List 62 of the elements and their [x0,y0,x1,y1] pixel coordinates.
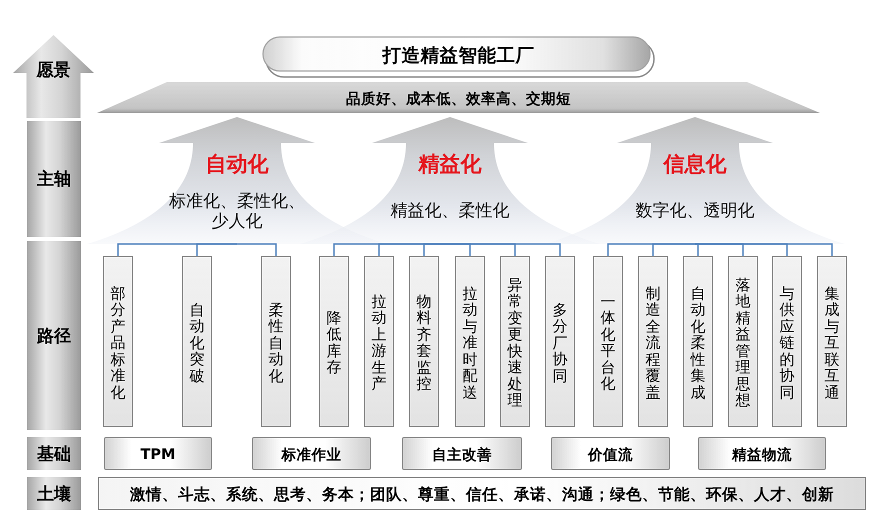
goal-text: 品质好、成本低、效率高、交期短 [346,90,571,108]
pillar-subtitle: 数字化、透明化 [636,202,754,222]
path-card [593,256,623,427]
path-card [683,256,713,427]
pillar-title: 精益化 [418,151,482,178]
foundation-label: TPM [140,446,176,462]
foundation-label: 精益物流 [732,446,792,464]
pillar-subtitle: 精益化、柔性化 [390,202,510,222]
level-label: 土壤 [37,483,71,505]
path-label: 多分厂协同 [552,301,568,384]
path-label: 异常变更快速处理 [508,276,522,408]
level-label: 路径 [37,325,71,347]
path-label: 自动化突破 [190,301,204,384]
tree-connector [652,243,695,256]
path-card [182,256,212,427]
path-label: 制造全流程覆盖 [646,284,660,400]
pillar-title: 自动化 [206,151,268,178]
foundation-card [104,437,212,470]
level-label: 主轴 [37,168,71,190]
tree-connector [695,243,833,256]
tree-connector [196,243,237,256]
foundation-card [698,437,826,470]
path-card [638,256,668,427]
foundation-label: 标准作业 [282,446,342,464]
path-label: 柔性自动化 [268,301,284,384]
path-label: 集成与互联互通 [824,284,840,400]
foundation-label: 自主改善 [432,446,492,464]
foundation-card [402,437,522,470]
path-card [455,256,485,427]
culture-band [98,477,866,510]
path-card [261,256,291,427]
path-card [500,256,530,427]
path-label: 一体化平台化 [600,293,616,392]
path-card [545,256,575,427]
path-label: 物料齐套监控 [416,293,432,392]
tree-connector [450,243,561,256]
path-label: 部分产品标准化 [110,284,126,400]
path-card [728,256,758,427]
tree-connector [695,243,699,256]
path-label: 落地精益管理思想 [736,276,750,408]
path-card [364,256,394,427]
path-card [817,256,847,427]
path-label: 拉动上游生产 [372,293,386,392]
path-card [409,256,439,427]
path-card [103,256,133,427]
path-card [319,256,349,427]
foundation-card [252,437,371,470]
path-label: 自动化柔性集成 [690,284,706,400]
vision-title: 打造精益智能工厂 [382,44,534,68]
path-label: 降低库存 [326,310,342,376]
tree-connector [237,243,277,256]
path-card [772,256,802,427]
tree-connector [423,243,450,256]
path-label: 拉动与准时配送 [462,284,478,400]
foundation-label: 价值流 [588,446,633,464]
culture-text: 激情、斗志、系统、思考、务本；团队、尊重、信任、承诺、沟通；绿色、节能、环保、人才、创新 [130,484,834,505]
path-label: 与供应链的协同 [780,284,794,400]
foundation-card [551,437,670,470]
pillar-subtitle: 标准化、柔性化、少人化 [168,192,306,232]
pillar-title: 信息化 [664,151,726,178]
level-label: 基础 [37,443,71,465]
level-label: 愿景 [36,60,70,82]
